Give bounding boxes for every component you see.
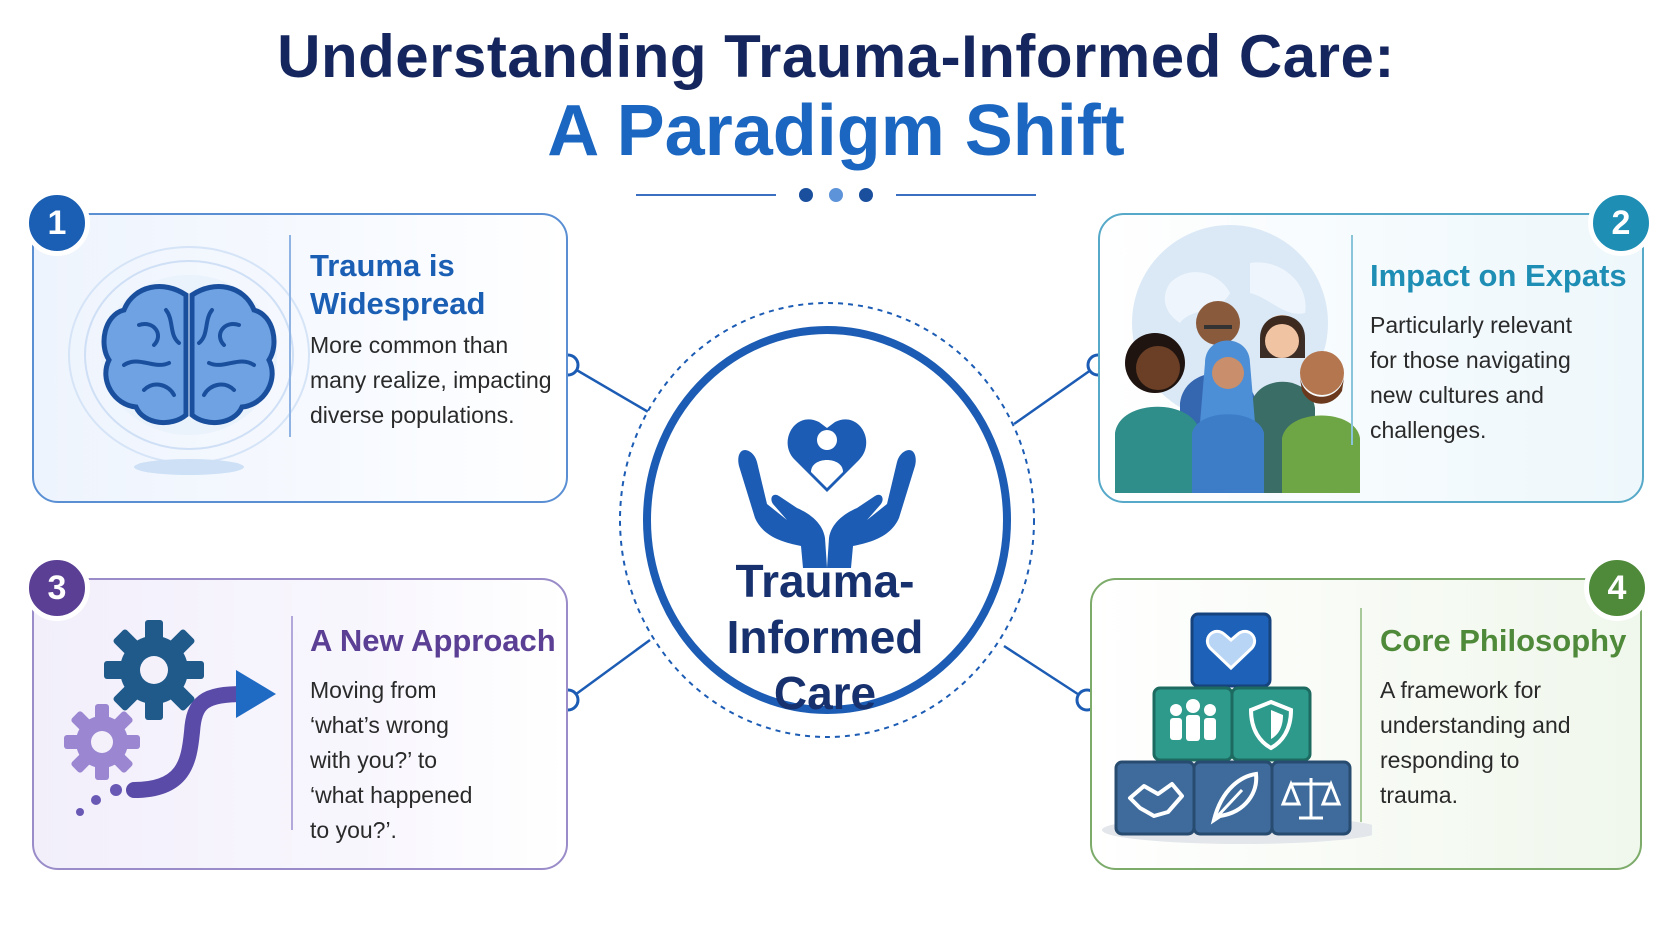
card-body-line: Particularly relevant xyxy=(1370,312,1572,338)
center-label: Trauma-Informed Care xyxy=(640,553,1010,721)
card-body-line: responding to xyxy=(1380,747,1520,773)
card-body-line: with you?’ to xyxy=(310,747,437,773)
card-body-line: for those navigating xyxy=(1370,347,1571,373)
page-subtitle: A Paradigm Shift xyxy=(547,91,1125,171)
card-number-badge: 3 xyxy=(24,555,90,621)
card-body-line: to you?’. xyxy=(310,817,397,843)
card-impact-expats: Impact on Expats Particularly relevant f… xyxy=(1098,213,1644,503)
gears-arrow-icon xyxy=(64,620,276,816)
card-body-line: ‘what’s wrong xyxy=(310,712,449,738)
center-label-line: Trauma-Informed xyxy=(726,555,924,663)
card-body-line: challenges. xyxy=(1370,417,1487,443)
card-body: More common than many realize, impacting… xyxy=(310,328,552,433)
card-title-line: Widespread xyxy=(310,286,486,321)
card-body: A framework for understanding and respon… xyxy=(1380,673,1571,813)
card-body-line: many realize, impacting xyxy=(310,367,552,393)
card-number-badge: 2 xyxy=(1588,190,1654,256)
center-hub xyxy=(619,302,1035,738)
card-body: Particularly relevant for those navigati… xyxy=(1370,308,1572,448)
card-body-line: A framework for xyxy=(1380,677,1542,703)
card-trauma-widespread: Trauma is Widespread More common than ma… xyxy=(32,213,568,503)
card-title-line: Trauma is xyxy=(310,248,455,283)
heart-hands-icon xyxy=(738,419,916,568)
value-blocks-icon xyxy=(1102,612,1372,844)
card-title: Core Philosophy xyxy=(1380,623,1627,658)
card-core-philosophy: Core Philosophy A framework for understa… xyxy=(1090,578,1642,870)
brain-icon xyxy=(68,246,310,475)
card-body-line: ‘what happened xyxy=(310,782,473,808)
card-body-line: More common than xyxy=(310,332,509,358)
page-title: Understanding Trauma-Informed Care: xyxy=(277,23,1395,90)
card-body-line: understanding and xyxy=(1380,712,1571,738)
card-body: Moving from ‘what’s wrong with you?’ to … xyxy=(310,673,472,848)
card-divider xyxy=(289,235,291,437)
title-divider xyxy=(636,188,1036,202)
card-title: Trauma is Widespread xyxy=(310,247,485,323)
center-label-line: Care xyxy=(773,667,877,719)
card-divider xyxy=(1360,608,1362,822)
card-number-badge: 1 xyxy=(24,190,90,256)
card-divider xyxy=(291,616,293,830)
card-body-line: trauma. xyxy=(1380,782,1458,808)
card-new-approach: A New Approach Moving from ‘what’s wrong… xyxy=(32,578,568,870)
card-title: Impact on Expats xyxy=(1370,258,1627,293)
people-globe-icon xyxy=(1115,225,1360,493)
card-body-line: new cultures and xyxy=(1370,382,1544,408)
card-title: A New Approach xyxy=(310,623,556,658)
card-body-line: diverse populations. xyxy=(310,402,515,428)
card-number-badge: 4 xyxy=(1584,555,1650,621)
card-divider xyxy=(1351,235,1353,445)
card-body-line: Moving from xyxy=(310,677,437,703)
